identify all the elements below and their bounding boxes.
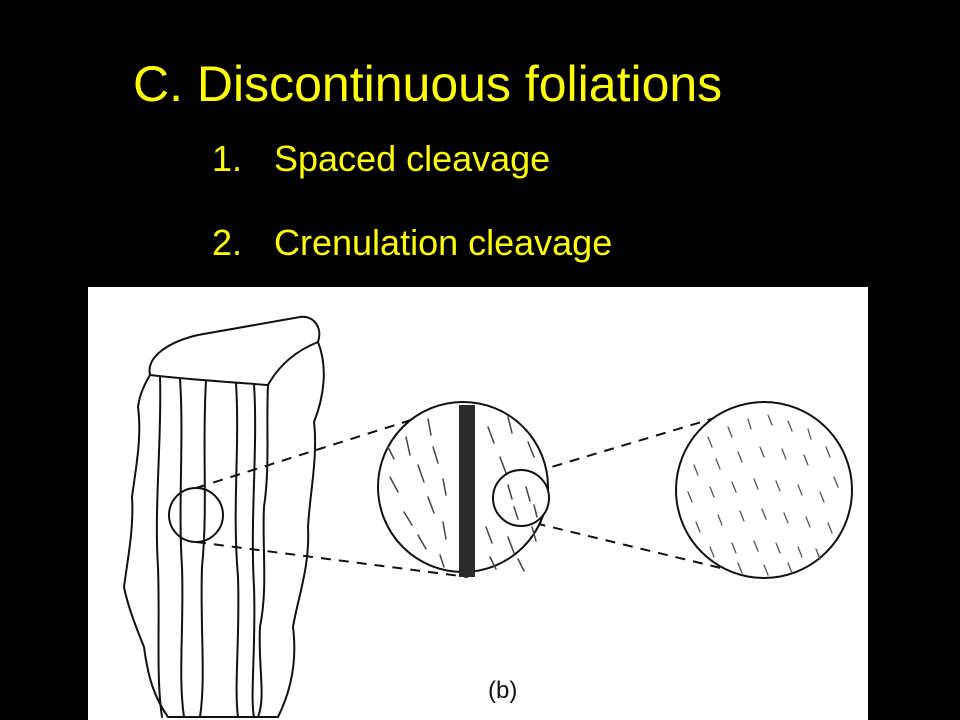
cleavage-diagram [123,315,853,718]
cleavage-line [179,378,185,718]
cleavage-domain [459,405,475,577]
rock-top-face [149,374,269,386]
cleavage-figure: (b) [88,287,868,720]
rock-side-face [257,341,319,718]
bullet-number: 1. [212,138,243,179]
cleavage-line [251,383,257,718]
cleavage-line [199,380,207,718]
fine-texture-view [675,401,853,579]
inner-circle [492,469,550,527]
bullet-spaced-cleavage: 1. Spaced cleavage [212,137,550,181]
projection-line [517,404,759,478]
bullet-crenulation-cleavage: 2. Crenulation cleavage [212,221,612,265]
spaced-cleavage-view [377,401,550,577]
projection-line [517,518,759,578]
slide-title: C. Discontinuous foliations [133,56,723,112]
figure-caption: (b) [488,677,518,704]
micro-circle [675,401,853,579]
projection-line [195,541,469,578]
bullet-text: Crenulation cleavage [274,222,613,263]
bullet-text: Spaced cleavage [274,138,551,179]
cleavage-line [155,376,163,718]
sample-circle [168,487,224,543]
cleavage-line [234,382,240,718]
bullet-number: 2. [212,222,243,263]
